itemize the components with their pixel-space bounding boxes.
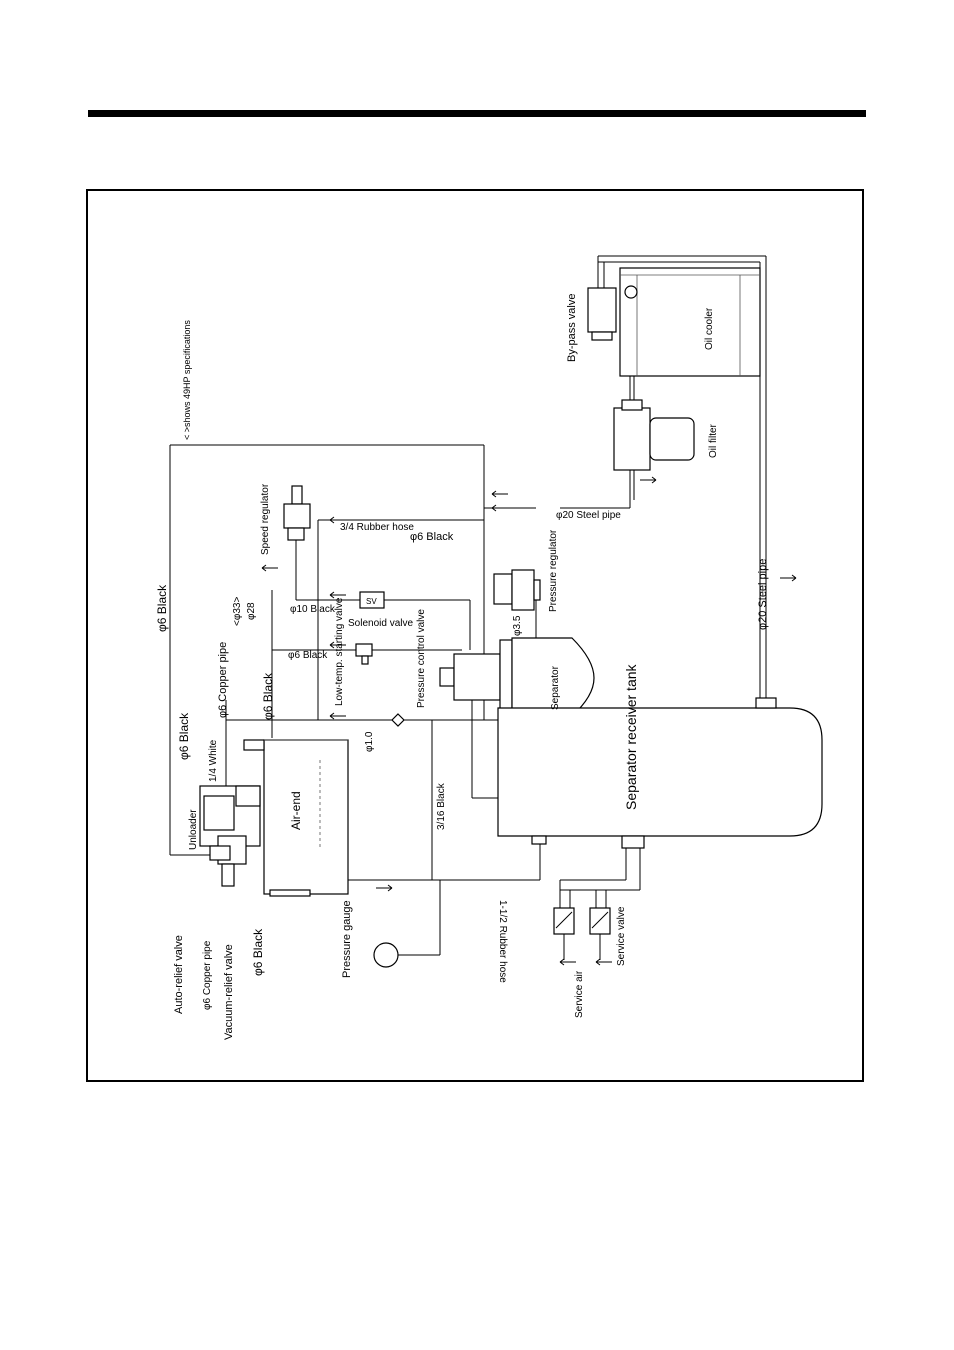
solenoid-valve (359, 591, 385, 609)
separator-tank-label: Separator receiver tank (623, 663, 639, 810)
bypass-valve (587, 287, 617, 341)
header-rule (88, 110, 866, 117)
phi6-black-center-label: φ6 Black (261, 672, 275, 720)
air-end (243, 739, 349, 897)
orifice-filter (391, 713, 405, 727)
oil-cooler (619, 267, 761, 377)
pressure-gauge (373, 942, 399, 968)
pressure-control-valve (439, 639, 513, 715)
spec-note: < >shows 49HP specifications (182, 320, 192, 440)
low-temp-starting-valve (355, 643, 373, 665)
phi1-label: φ1.0 (364, 731, 375, 752)
phi6-black-top-label: φ6 Black (155, 584, 169, 632)
pressure-regulator-label: Pressure regulator (548, 529, 559, 612)
speed-regulator (283, 485, 311, 541)
speed-regulator-label: Speed regulator (260, 483, 271, 555)
auto-relief-label: Auto-relief valve (173, 935, 185, 1014)
phi6-black-diag-label: φ6 Black (288, 650, 328, 661)
unloader (199, 785, 261, 887)
copper-pipe-bottom-label: φ6 Copper pipe (202, 940, 213, 1010)
vacuum-relief-label: Vacuum-relief valve (223, 944, 235, 1040)
air-end-label: Air-end (289, 791, 303, 830)
phi6-black-left-label: φ6 Black (177, 712, 191, 760)
phi10-black-label: φ10 Black (290, 604, 336, 615)
pressure-regulator (493, 569, 541, 611)
diagram-frame (86, 189, 864, 1082)
flow-arrows (261, 476, 797, 966)
separator-label: Separator (550, 665, 561, 710)
rubber-hose-34-label: 3/4 Rubber hose (340, 522, 414, 533)
oil-cooler-label: Oil cooler (704, 307, 715, 350)
labels: < >shows 49HP specifications By-pass val… (155, 294, 769, 1040)
phi6-copper-top-label: φ6 Copper pipe (217, 642, 229, 718)
black-316-label: 3/16 Black (436, 782, 447, 830)
phi28-label: φ28 (246, 602, 257, 620)
service-air-label: Service air (574, 970, 585, 1018)
sv-label: SV (366, 597, 377, 606)
steel-pipe-20-top-label: φ20 Steel pipe (556, 510, 621, 521)
separator-receiver-tank (497, 697, 823, 849)
low-temp-valve-label: Low-temp. starting valve (334, 597, 345, 706)
service-valve-label: Service valve (616, 906, 627, 966)
pressure-gauge-label: Pressure gauge (341, 900, 353, 978)
bypass-valve-label: By-pass valve (566, 294, 578, 362)
phi33-label: <φ33> (232, 597, 243, 626)
service-valves (553, 907, 611, 960)
rubber-hose-112-label: 1-1/2 Rubber hose (497, 900, 508, 983)
phi6-black-mid-label: φ6 Black (410, 531, 454, 543)
steel-pipe-20-right-label: φ20 Steel pipe (757, 559, 769, 630)
unloader-label: Unloader (188, 809, 199, 850)
oil-filter-label: Oil filter (708, 423, 719, 458)
oil-filter (613, 399, 695, 471)
phi6-black-bottom-label: φ6 Black (251, 928, 265, 976)
phi35-label: φ3.5 (512, 615, 523, 636)
pressure-control-valve-label: Pressure control valve (416, 609, 427, 708)
solenoid-valve-label: Solenoid valve (348, 618, 413, 629)
white-14-label: 1/4 White (208, 739, 219, 782)
